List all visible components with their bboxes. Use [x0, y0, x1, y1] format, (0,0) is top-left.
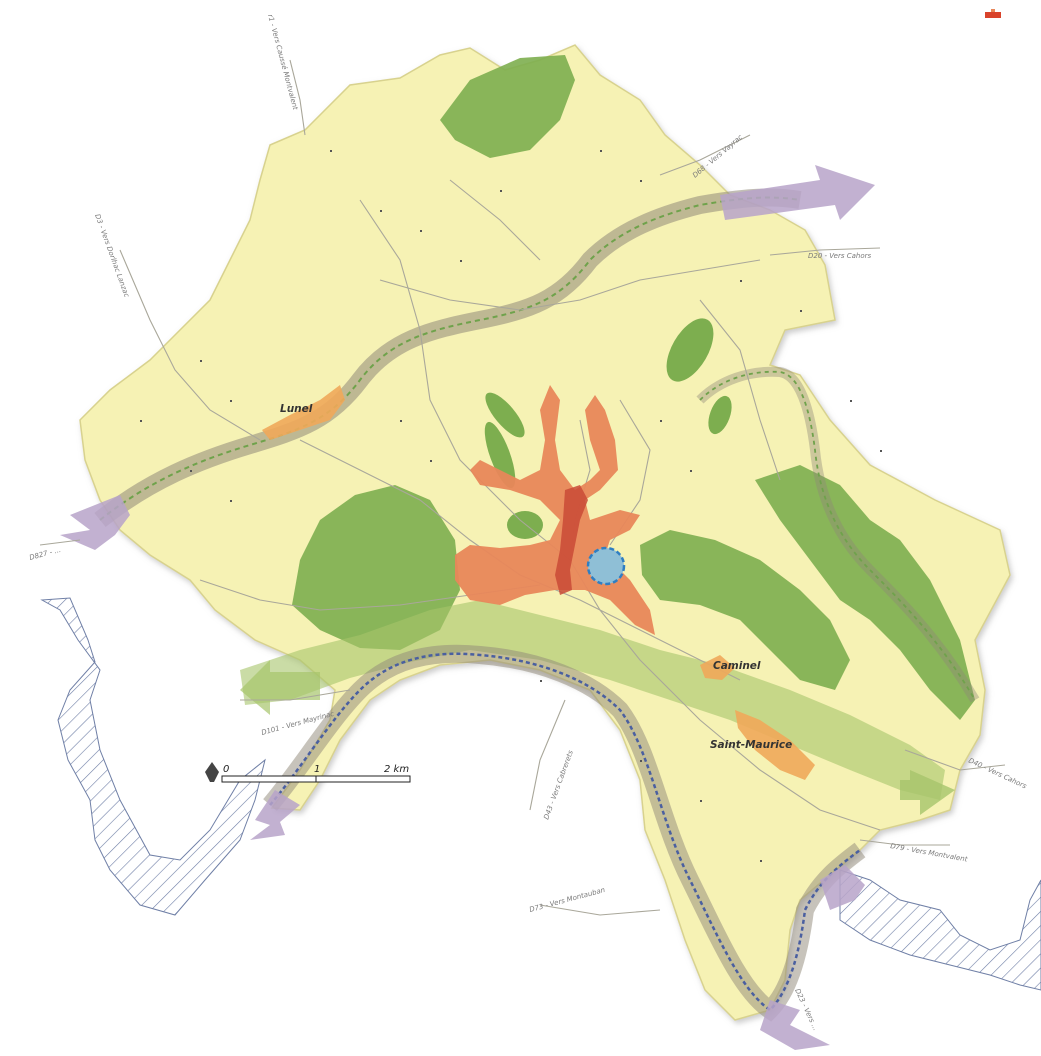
link-arrow-west [60, 495, 130, 550]
road-label-d40: D40 - Vers Cahors [967, 757, 1028, 791]
scale-label-0: 0 [223, 764, 229, 775]
forest-far-east [755, 465, 975, 720]
link-arrow-southeast [820, 865, 865, 910]
hamlet-caminel [700, 655, 735, 680]
scattered-buildings [140, 150, 882, 862]
road-label-d3: D3 - Vers Dorlhac Lanzac [93, 213, 131, 299]
place-label-caminel: Caminel [713, 660, 761, 672]
forest-patch-3 [485, 392, 525, 438]
green-arrow-west [240, 660, 320, 715]
scale-label-2km: 2 km [384, 764, 409, 775]
green-arrow-east [900, 770, 955, 815]
neighbor-area-southeast [839, 869, 1041, 991]
road-label-d827: D827 - ... [28, 546, 61, 562]
river-line-east [699, 370, 976, 701]
road-label-d43: D43 - Vers Cabrerets [542, 749, 575, 821]
hamlet-lunel [262, 385, 345, 440]
forest-east [640, 530, 850, 690]
forest-patch-1 [666, 318, 714, 382]
water-point-icon [586, 546, 626, 586]
hamlet-saint-maurice [735, 710, 815, 780]
link-arrow-south [760, 1000, 830, 1050]
place-label-saint-maurice: Saint-Maurice [710, 739, 792, 751]
road-label-d20: D20 - Vers Cahors [808, 252, 871, 260]
forest-patch-5 [507, 511, 543, 539]
neighbor-area-west [40, 597, 266, 916]
urban-core [555, 485, 588, 595]
north-arrow-icon [205, 762, 219, 782]
forest-patch-4 [484, 421, 516, 489]
river-line-south [269, 652, 861, 1012]
corner-flag-icon [985, 9, 1001, 18]
link-arrow-southwest [250, 790, 300, 840]
road-label-d820: r1 - Vers Caussé Montvalent [266, 13, 299, 111]
scale-label-1: 1 [314, 764, 320, 775]
road-label-d68: D68 - Vers Vayrac [691, 133, 744, 179]
forest-north [440, 55, 575, 158]
scale-bar: 0 1 2 km [205, 762, 411, 783]
link-arrow-northeast [720, 165, 875, 220]
river-line-north [99, 196, 801, 521]
place-label-lunel: Lunel [280, 403, 313, 415]
forest-patch-2 [708, 395, 732, 435]
